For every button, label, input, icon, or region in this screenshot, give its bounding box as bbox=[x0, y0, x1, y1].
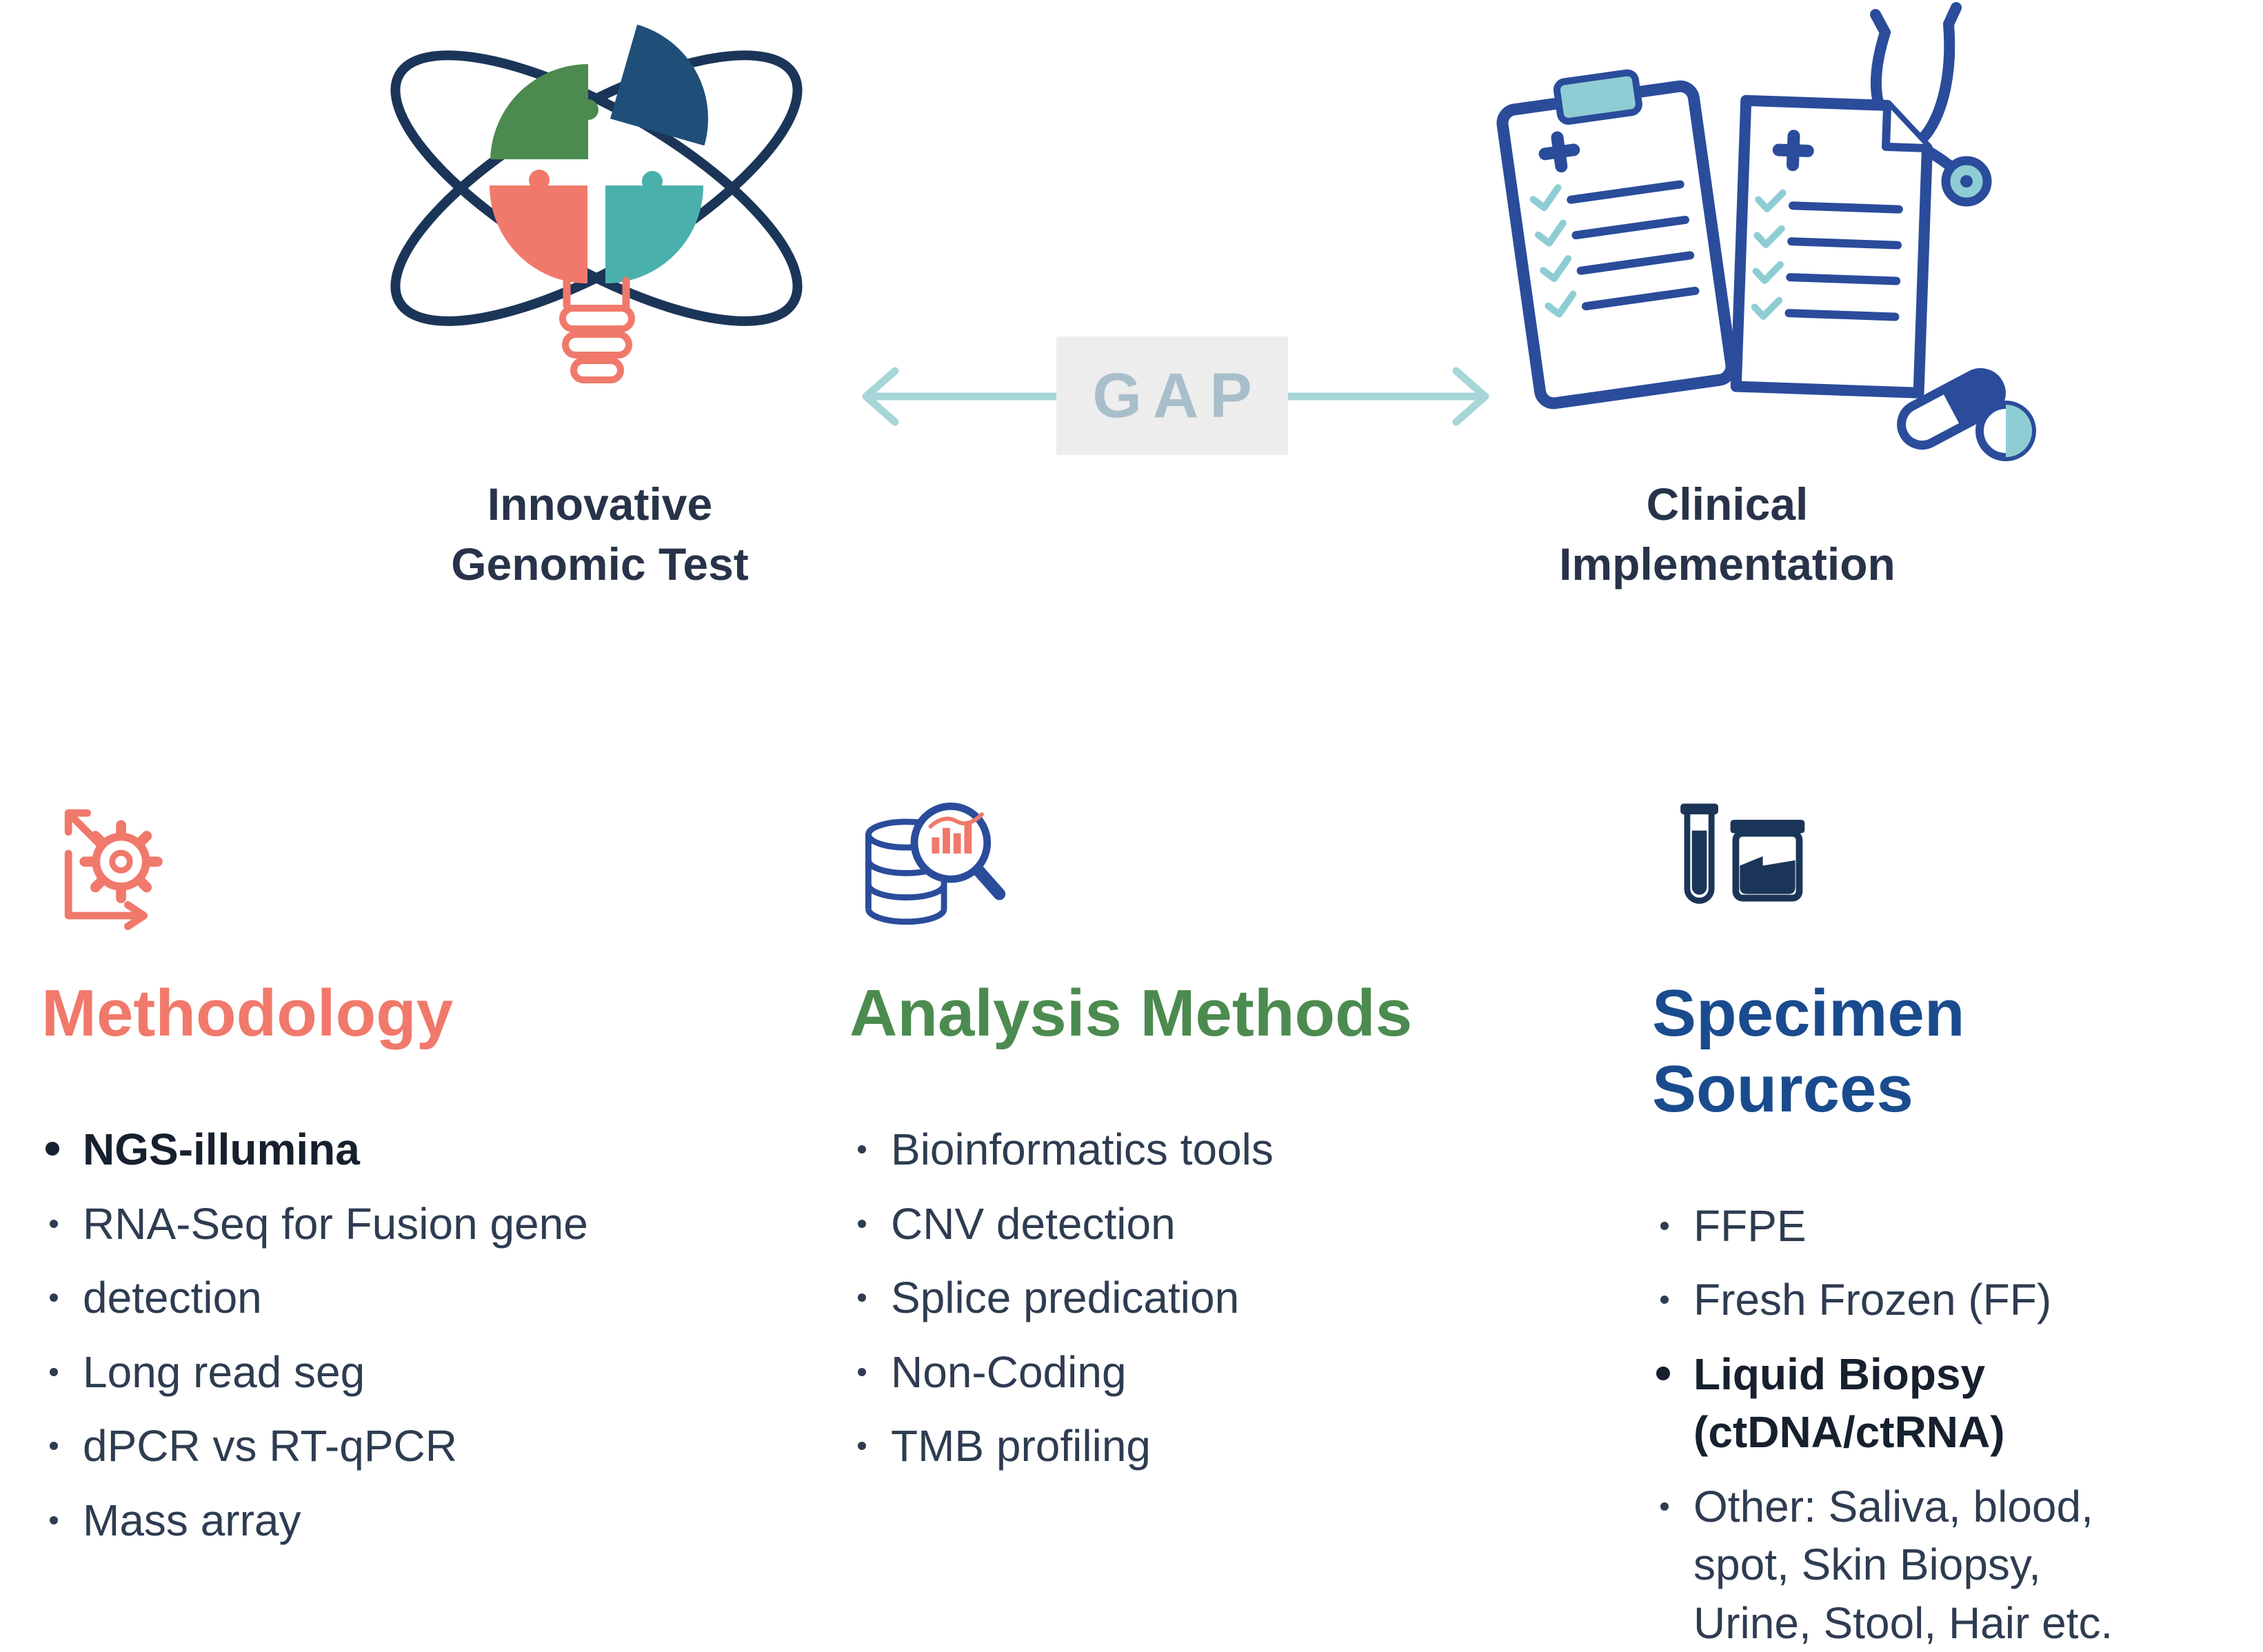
gap-label: GAP bbox=[1092, 360, 1263, 431]
list-item: FFPE bbox=[1652, 1197, 2113, 1255]
list-item: Liquid Biopsy (ctDNA/ctRNA) bbox=[1652, 1345, 2113, 1462]
specimen-jar-icon bbox=[1730, 819, 1805, 902]
list-item: Splice predication bbox=[849, 1269, 1274, 1327]
medical-document-icon bbox=[1730, 94, 1933, 399]
clinical-implementation-label: Clinical Implementation bbox=[1559, 479, 1895, 590]
methodology-column: Methodology NGS-illumina RNA-Seq for Fus… bbox=[41, 786, 800, 1549]
methodology-list: NGS-illumina RNA-Seq for Fusion gene det… bbox=[41, 1120, 588, 1549]
bulb-base-icon bbox=[559, 276, 635, 383]
list-item: Other: Saliva, blood, spot, Skin Biopsy,… bbox=[1652, 1478, 2113, 1652]
list-item: dPCR vs RT-qPCR bbox=[41, 1417, 588, 1475]
list-item-text: Mass array bbox=[83, 1495, 301, 1545]
list-item-text: Long read seg bbox=[83, 1347, 365, 1397]
methodology-heading: Methodology bbox=[41, 976, 454, 1050]
specimen-icon-wrap bbox=[1652, 786, 1814, 948]
list-item-text: dPCR vs RT-qPCR bbox=[83, 1421, 457, 1471]
list-item-text: Bioinformatics tools bbox=[891, 1125, 1274, 1175]
list-item: Mass array bbox=[41, 1491, 588, 1549]
list-item-text: FFPE bbox=[1693, 1200, 1807, 1251]
analysis-methods-list: Bioinformatics tools CNV detection Splic… bbox=[849, 1120, 1274, 1475]
magnifier-icon bbox=[910, 802, 1006, 900]
database-magnifier-icon bbox=[865, 802, 1006, 925]
puzzle-piece-teal bbox=[605, 171, 703, 283]
clinical-implementation-icon bbox=[1496, 2, 2036, 461]
checklist-rows bbox=[1529, 180, 1700, 318]
list-item: Non-Coding bbox=[849, 1343, 1274, 1401]
gear-arrows-icon bbox=[64, 809, 163, 931]
gap-arrowhead-right-icon bbox=[1452, 367, 1489, 426]
list-item: Long read seg bbox=[41, 1343, 588, 1401]
pills-icon bbox=[1897, 367, 2036, 461]
test-tube-jar-icon bbox=[1680, 803, 1805, 904]
list-item-text: CNV detection bbox=[891, 1198, 1176, 1249]
innovative-genomic-test-label: Innovative Genomic Test bbox=[451, 479, 749, 590]
list-item: Bioinformatics tools bbox=[849, 1120, 1274, 1178]
clipboard-icon bbox=[1496, 69, 1738, 410]
list-item-text: Splice predication bbox=[891, 1273, 1240, 1323]
puzzle-piece-green bbox=[490, 63, 599, 159]
list-item: CNV detection bbox=[849, 1195, 1274, 1253]
list-item-text: NGS-illumina bbox=[83, 1125, 360, 1175]
document-rows bbox=[1751, 189, 1903, 321]
test-tube-icon bbox=[1680, 803, 1718, 904]
specimen-sources-column: Specimen Sources FFPE Fresh Frozen (FF) … bbox=[1652, 786, 2231, 1652]
list-item: Fresh Frozen (FF) bbox=[1652, 1271, 2113, 1329]
list-item: RNA-Seq for Fusion gene bbox=[41, 1195, 588, 1253]
list-item: detection bbox=[41, 1269, 588, 1327]
list-item-text: Other: Saliva, blood, spot, Skin Biopsy,… bbox=[1693, 1481, 2113, 1648]
gear-icon bbox=[79, 820, 163, 903]
list-item-text: Non-Coding bbox=[891, 1347, 1127, 1397]
specimen-sources-heading: Specimen Sources bbox=[1652, 976, 1965, 1127]
list-item: NGS-illumina bbox=[41, 1120, 588, 1178]
puzzle-piece-navy bbox=[610, 24, 708, 146]
analysis-icon-wrap bbox=[849, 786, 1012, 948]
list-item-text: Fresh Frozen (FF) bbox=[1693, 1275, 2052, 1325]
list-item: TMB profiling bbox=[849, 1417, 1274, 1475]
list-item-text: RNA-Seq for Fusion gene bbox=[83, 1198, 588, 1249]
puzzle-piece-coral bbox=[490, 170, 587, 283]
list-item-text: detection bbox=[83, 1273, 262, 1323]
gap-box: GAP bbox=[1056, 336, 1288, 455]
analysis-methods-heading: Analysis Methods bbox=[849, 976, 1413, 1050]
list-item-text: TMB profiling bbox=[891, 1421, 1151, 1471]
methodology-icon-wrap bbox=[41, 786, 203, 948]
gap-arrowhead-left-icon bbox=[862, 367, 899, 426]
analysis-methods-column: Analysis Methods Bioinformatics tools CN… bbox=[849, 786, 1580, 1475]
lightbulb-puzzle-icon bbox=[390, 24, 803, 383]
specimen-sources-list: FFPE Fresh Frozen (FF) Liquid Biopsy (ct… bbox=[1652, 1197, 2113, 1652]
list-item-text: Liquid Biopsy (ctDNA/ctRNA) bbox=[1693, 1349, 2005, 1458]
